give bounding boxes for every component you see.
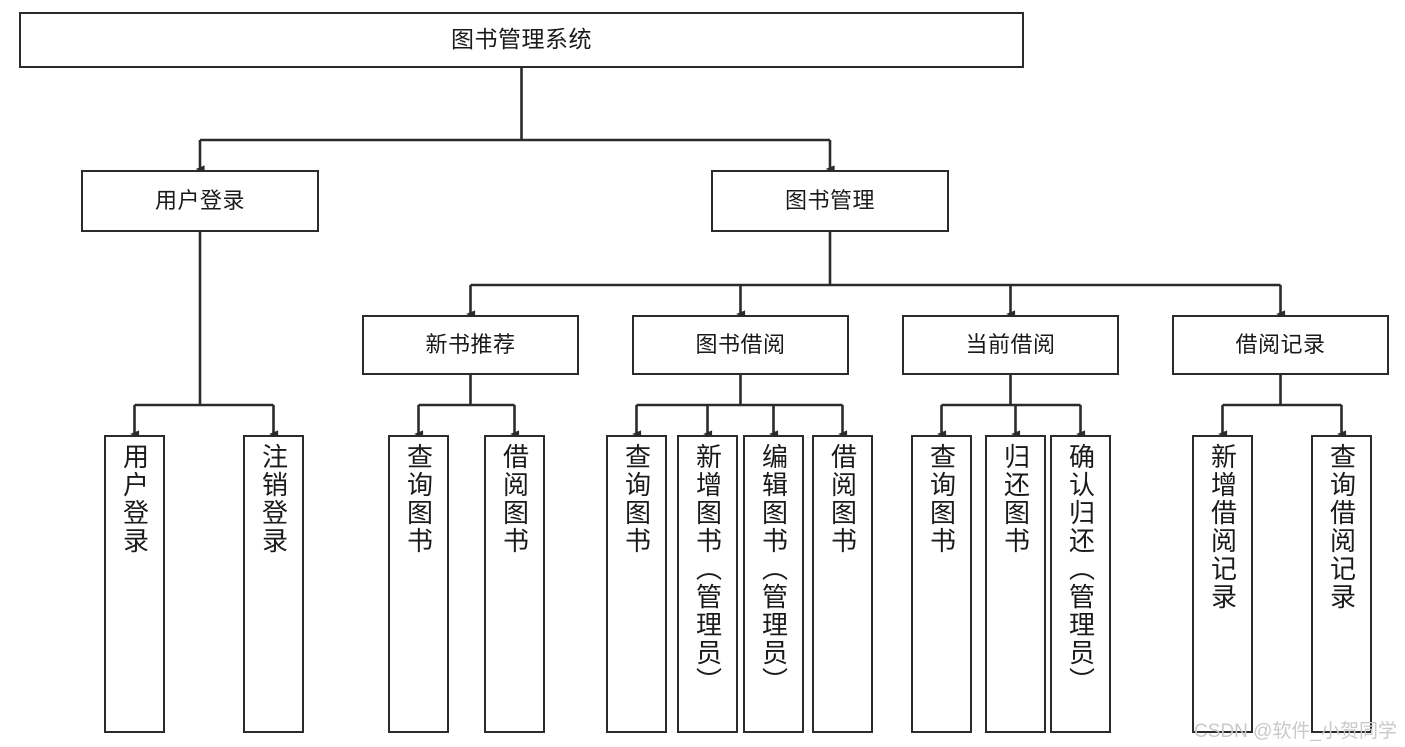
leaf-return-books[interactable]: 归还图书 — [985, 435, 1046, 733]
leaf-search-books-recommend[interactable]: 查询图书 — [388, 435, 449, 733]
leaf-search-borrow-record-label: 查询借阅记录 — [1326, 443, 1357, 611]
node-current-borrow-label: 当前借阅 — [965, 332, 1056, 358]
edge-paths — [130, 68, 1347, 438]
leaf-borrow-books-label: 借阅图书 — [827, 443, 858, 555]
node-root[interactable]: 图书管理系统 — [19, 12, 1024, 68]
leaf-search-borrow-record[interactable]: 查询借阅记录 — [1311, 435, 1372, 733]
leaf-search-books-current[interactable]: 查询图书 — [911, 435, 972, 733]
leaf-search-books-current-label: 查询图书 — [926, 443, 957, 555]
leaf-edit-book-admin[interactable]: 编辑图书（管理员） — [743, 435, 804, 733]
leaf-search-books-borrow[interactable]: 查询图书 — [606, 435, 667, 733]
node-book-borrow-label: 图书借阅 — [695, 332, 786, 358]
leaf-user-login-label: 用户登录 — [119, 443, 150, 555]
node-root-label: 图书管理系统 — [451, 26, 592, 53]
leaf-borrow-books-recommend-label: 借阅图书 — [499, 443, 530, 555]
node-book-management-label: 图书管理 — [784, 188, 875, 214]
node-user-login[interactable]: 用户登录 — [81, 170, 319, 232]
node-book-borrow[interactable]: 图书借阅 — [632, 315, 849, 375]
leaf-add-borrow-record-label: 新增借阅记录 — [1207, 443, 1238, 611]
leaf-confirm-return-admin[interactable]: 确认归还（管理员） — [1050, 435, 1111, 733]
node-current-borrow[interactable]: 当前借阅 — [902, 315, 1119, 375]
leaf-add-borrow-record[interactable]: 新增借阅记录 — [1192, 435, 1253, 733]
leaf-add-book-admin-label: 新增图书（管理员） — [692, 443, 723, 695]
leaf-edit-book-admin-label: 编辑图书（管理员） — [758, 443, 789, 695]
leaf-return-books-label: 归还图书 — [1000, 443, 1031, 555]
leaf-search-books-recommend-label: 查询图书 — [403, 443, 434, 555]
leaf-logout[interactable]: 注销登录 — [243, 435, 304, 733]
node-borrow-record[interactable]: 借阅记录 — [1172, 315, 1389, 375]
node-borrow-record-label: 借阅记录 — [1235, 332, 1326, 358]
leaf-confirm-return-admin-label: 确认归还（管理员） — [1065, 443, 1096, 695]
leaf-logout-label: 注销登录 — [258, 443, 289, 555]
leaf-borrow-books[interactable]: 借阅图书 — [812, 435, 873, 733]
node-book-management[interactable]: 图书管理 — [711, 170, 949, 232]
leaf-add-book-admin[interactable]: 新增图书（管理员） — [677, 435, 738, 733]
leaf-search-books-borrow-label: 查询图书 — [621, 443, 652, 555]
node-user-login-label: 用户登录 — [154, 188, 245, 214]
node-new-book-recommend-label: 新书推荐 — [425, 332, 516, 358]
leaf-user-login[interactable]: 用户登录 — [104, 435, 165, 733]
leaf-borrow-books-recommend[interactable]: 借阅图书 — [484, 435, 545, 733]
node-new-book-recommend[interactable]: 新书推荐 — [362, 315, 579, 375]
